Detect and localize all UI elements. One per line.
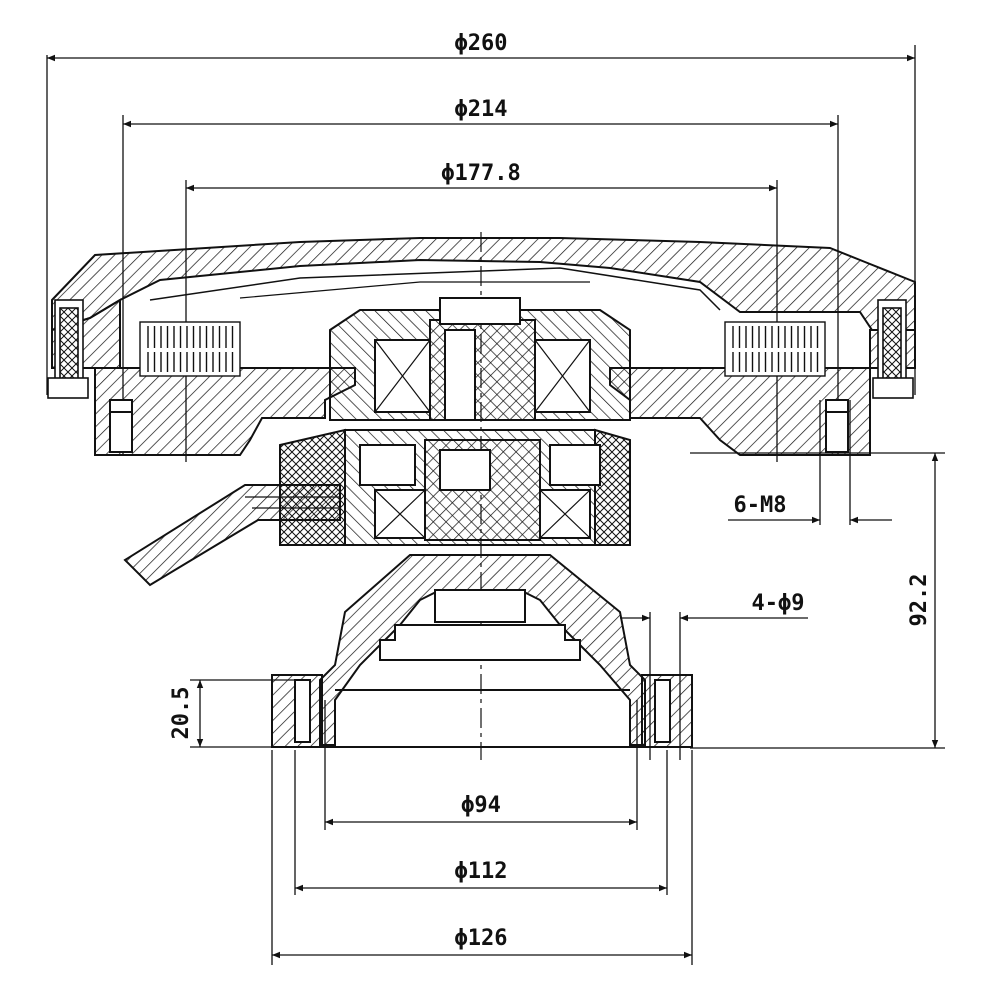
dimension-labels: ϕ260 ϕ214 ϕ177.8 6-M8 92.2 4-ϕ9 20.5 ϕ94… — [169, 31, 932, 951]
dim-4-phi9: 4-ϕ9 — [752, 591, 805, 616]
dim-112: ϕ112 — [455, 859, 508, 884]
hub-assembly — [329, 297, 631, 421]
dim-94: ϕ94 — [461, 793, 501, 818]
dim-177-8: ϕ177.8 — [441, 161, 520, 186]
clutch-plates — [139, 321, 826, 377]
dim-92-2: 92.2 — [907, 574, 932, 627]
dim-20-5: 20.5 — [169, 687, 194, 740]
pulley-flange — [271, 554, 693, 748]
inlet-pipe — [123, 484, 341, 587]
edge-bolts — [47, 299, 914, 399]
dim-214: ϕ214 — [455, 97, 508, 122]
dim-260: ϕ260 — [455, 31, 508, 56]
dim-126: ϕ126 — [455, 926, 508, 951]
bearing-housing — [279, 428, 631, 546]
body-housing — [94, 367, 871, 456]
dim-6-m8: 6-M8 — [734, 493, 787, 518]
